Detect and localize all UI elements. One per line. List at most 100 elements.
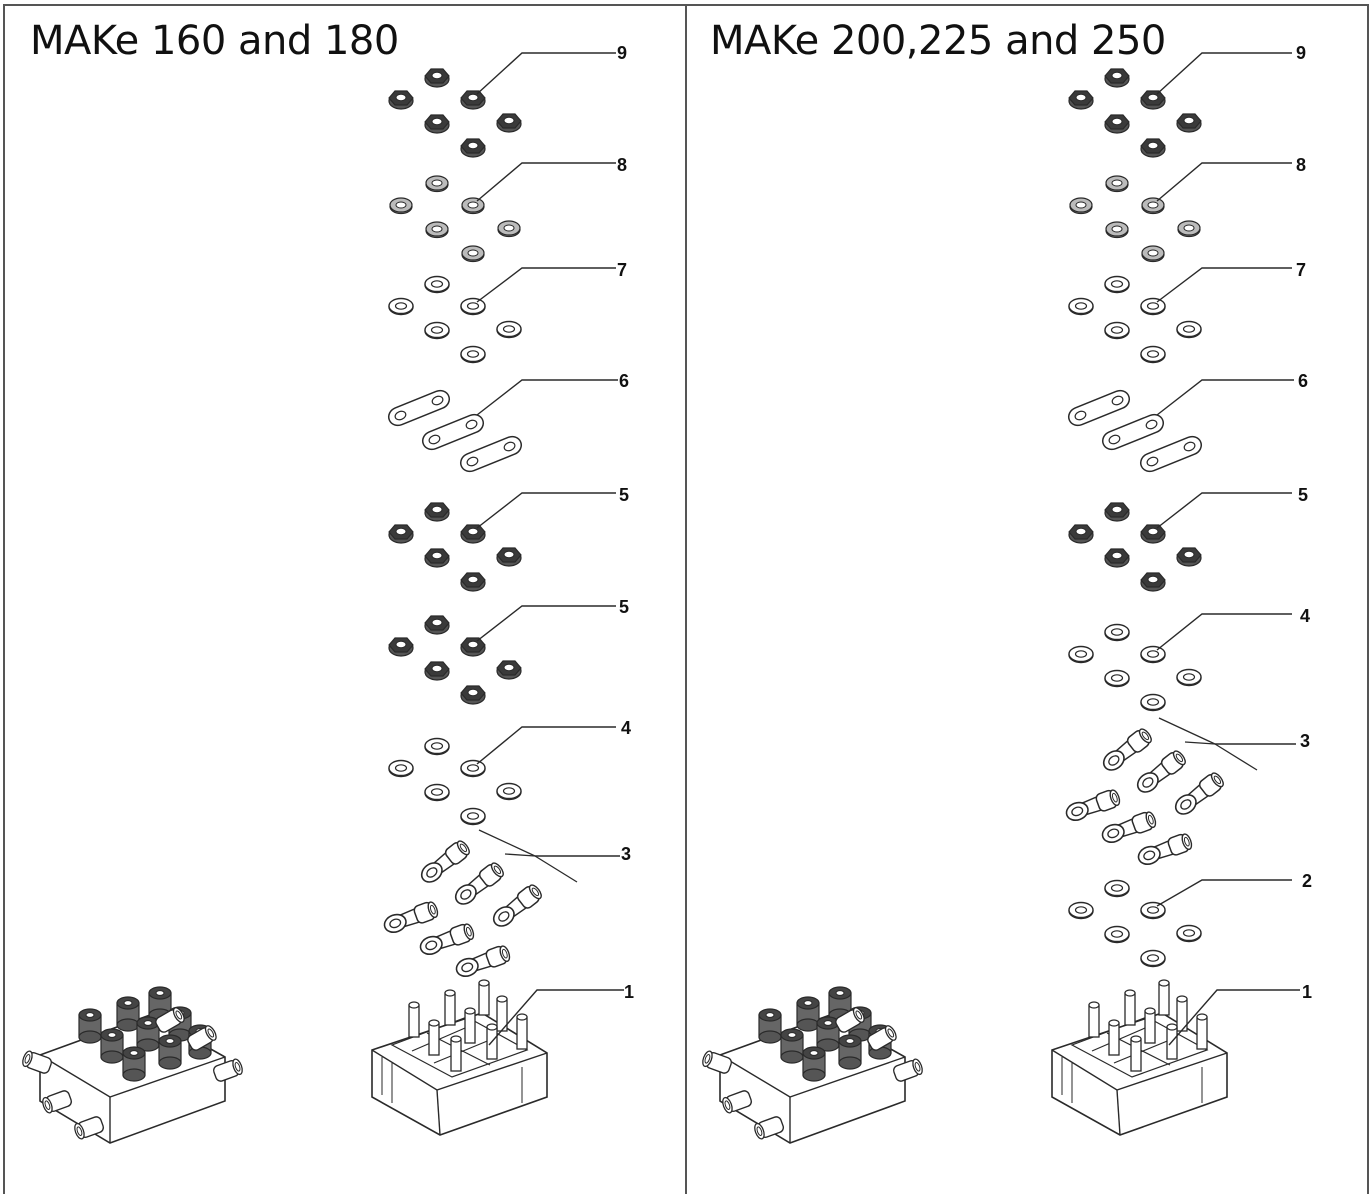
terminal-post-icon bbox=[1124, 989, 1136, 1026]
leader-link-bars-row-6 bbox=[476, 379, 618, 416]
lock-washer-icon bbox=[1141, 245, 1165, 263]
flat-washer-icon bbox=[1140, 645, 1166, 664]
nuts-row-9 bbox=[1068, 68, 1202, 158]
lock-washer-icon bbox=[461, 197, 485, 215]
flat-washer-icon bbox=[388, 297, 414, 316]
cable-lug-icon bbox=[74, 1116, 105, 1140]
callout-right-2: 2 bbox=[1302, 871, 1313, 891]
leader-washers-row-2 bbox=[1156, 879, 1292, 907]
link-bar-icon bbox=[422, 413, 484, 451]
link-bar-icon bbox=[1102, 413, 1164, 451]
flat-washer-icon bbox=[424, 275, 450, 294]
flat-washer-icon bbox=[1104, 925, 1130, 944]
lock-washer-icon bbox=[425, 175, 449, 193]
flat-washer-icon bbox=[1104, 275, 1130, 294]
callout-right-4: 4 bbox=[1300, 606, 1311, 626]
flat-washer-icon bbox=[1104, 879, 1130, 898]
cable-lug-icon bbox=[187, 1025, 217, 1051]
flat-washer-icon bbox=[1068, 645, 1094, 664]
stud-nut-icon bbox=[78, 1008, 102, 1044]
callout-left-9: 9 bbox=[617, 43, 628, 63]
ring-terminal-icon bbox=[419, 923, 475, 955]
flat-washer-icon bbox=[460, 297, 486, 316]
lock-washer-icon bbox=[389, 197, 413, 215]
cable-lug-icon bbox=[42, 1090, 73, 1114]
lock-washer-icon bbox=[1141, 197, 1165, 215]
callout-right-6: 6 bbox=[1298, 371, 1309, 391]
stud-nut-icon bbox=[802, 1046, 826, 1082]
lock-washers-row-8 bbox=[1069, 175, 1201, 263]
callout-left-6: 6 bbox=[619, 371, 630, 391]
ring-terminal-icon bbox=[455, 945, 511, 977]
link-bars-row-6 bbox=[388, 389, 522, 473]
callout-right-7: 7 bbox=[1296, 260, 1307, 280]
flat-washer-icon bbox=[496, 320, 522, 339]
flat-washer-icon bbox=[1140, 345, 1166, 364]
hex-nut-icon bbox=[460, 637, 486, 657]
stud-nut-icon bbox=[100, 1028, 124, 1064]
hex-nut-icon bbox=[1068, 524, 1094, 544]
hex-nut-icon bbox=[460, 685, 486, 705]
callout-left-5a: 5 bbox=[619, 485, 630, 505]
leader-terminal-block-1 bbox=[1168, 989, 1300, 1046]
stud-nut-icon bbox=[122, 1046, 146, 1082]
terminal-block-icon bbox=[371, 979, 548, 1136]
callout-left-7: 7 bbox=[617, 260, 628, 280]
flat-washer-icon bbox=[1068, 901, 1094, 920]
washers-row-4 bbox=[1068, 623, 1202, 712]
hex-nut-icon bbox=[424, 68, 450, 88]
leader-ring-terminals-row-3 bbox=[478, 829, 620, 883]
leader-link-bars-row-6 bbox=[1156, 379, 1294, 416]
callout-right-3: 3 bbox=[1300, 731, 1311, 751]
stud-nut-icon bbox=[838, 1034, 862, 1070]
hex-nut-icon bbox=[1140, 138, 1166, 158]
nuts-row-5b bbox=[388, 615, 522, 705]
flat-washer-icon bbox=[460, 759, 486, 778]
hex-nut-icon bbox=[1068, 90, 1094, 110]
leader-lock-washers-row-8 bbox=[476, 162, 616, 202]
flat-washer-icon bbox=[424, 783, 450, 802]
panel-right bbox=[702, 52, 1300, 1144]
leader-washers-row-7 bbox=[1156, 267, 1292, 303]
flat-washer-icon bbox=[460, 345, 486, 364]
cable-lug-icon bbox=[155, 1007, 185, 1033]
cable-lug-icon bbox=[835, 1007, 865, 1033]
assembled-terminal-block-icon bbox=[702, 986, 923, 1144]
flat-washer-icon bbox=[460, 807, 486, 826]
stud-nut-icon bbox=[816, 1016, 840, 1052]
flat-washer-icon bbox=[424, 737, 450, 756]
flat-washer-icon bbox=[1140, 297, 1166, 316]
callout-right-9: 9 bbox=[1296, 43, 1307, 63]
flat-washer-icon bbox=[1104, 669, 1130, 688]
flat-washer-icon bbox=[1176, 668, 1202, 687]
ring-terminal-icon bbox=[492, 884, 542, 927]
terminal-post-icon bbox=[1196, 1013, 1208, 1050]
leader-lock-washers-row-8 bbox=[1156, 162, 1292, 202]
leader-nuts-row-5 bbox=[1156, 492, 1292, 529]
link-bar-icon bbox=[388, 389, 450, 427]
hex-nut-icon bbox=[388, 524, 414, 544]
hex-nut-icon bbox=[496, 660, 522, 680]
hex-nut-icon bbox=[1104, 502, 1130, 522]
leader-nuts-row-5a bbox=[476, 492, 616, 529]
stud-nut-icon bbox=[780, 1028, 804, 1064]
terminal-post-icon bbox=[1108, 1019, 1120, 1056]
terminal-post-icon bbox=[1130, 1035, 1142, 1072]
hex-nut-icon bbox=[1104, 68, 1130, 88]
link-bar-icon bbox=[460, 435, 522, 473]
callout-right-8: 8 bbox=[1296, 155, 1307, 175]
callout-left-3: 3 bbox=[621, 844, 632, 864]
hex-nut-icon bbox=[424, 548, 450, 568]
leader-washers-row-4 bbox=[1156, 613, 1292, 651]
stud-nut-icon bbox=[116, 996, 140, 1032]
hex-nut-icon bbox=[388, 90, 414, 110]
lock-washer-icon bbox=[497, 220, 521, 238]
nuts-row-9 bbox=[388, 68, 522, 158]
callout-right-1: 1 bbox=[1302, 982, 1313, 1002]
flat-washer-icon bbox=[1068, 297, 1094, 316]
ring-terminals-row-3 bbox=[383, 840, 542, 977]
cable-lug-icon bbox=[212, 1058, 243, 1082]
hex-nut-icon bbox=[388, 637, 414, 657]
lock-washer-icon bbox=[1105, 175, 1129, 193]
